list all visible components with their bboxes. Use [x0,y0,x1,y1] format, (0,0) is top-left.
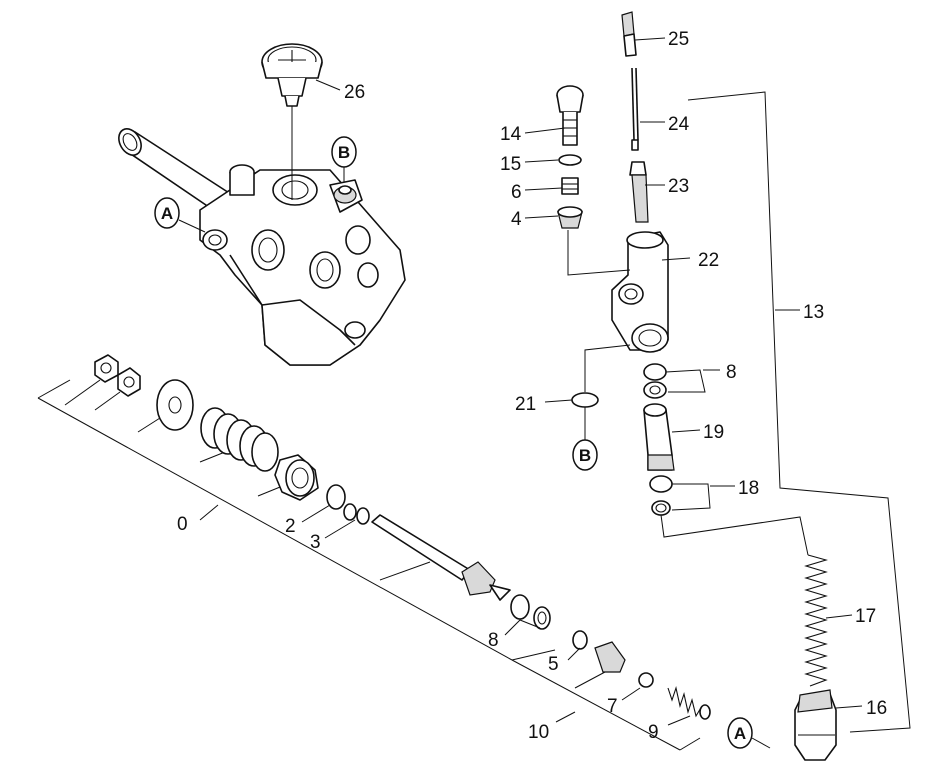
connector-tag-a-top: A [154,197,206,233]
label-15: 15 [500,154,521,175]
label-18: 18 [738,478,759,499]
label-24: 24 [668,114,690,135]
label-8-left: 8 [488,630,499,651]
spring-small [200,407,279,472]
label-21: 21 [515,394,536,415]
connector-tag-b-top: B [331,136,357,182]
leader-lines [199,37,911,733]
label-17: 17 [855,606,876,627]
label-4: 4 [511,209,522,230]
label-6: 6 [511,182,522,203]
connector-b-top-label: B [338,143,350,162]
spring-long [804,554,828,687]
connector-tag-a-bottom: A [727,717,771,749]
connector-a-top-label: A [161,204,173,223]
label-14: 14 [500,124,522,145]
label-9: 9 [648,722,659,743]
label-5: 5 [548,654,559,675]
label-7: 7 [607,696,618,717]
label-13: 13 [803,302,824,323]
label-16: 16 [866,698,887,719]
pump-head [118,128,406,366]
pressure-gauge [261,43,323,200]
label-10: 10 [528,722,549,743]
label-25: 25 [668,29,689,50]
label-8-right: 8 [726,362,737,383]
connector-tag-b-mid: B [572,405,598,471]
valve-assembly [556,11,837,761]
label-2: 2 [285,516,296,537]
part-numbers: 26 25 24 23 14 15 6 4 22 13 8 21 19 18 1… [177,29,887,743]
label-26: 26 [344,82,365,103]
label-0: 0 [177,514,188,535]
label-3: 3 [310,532,321,553]
label-19: 19 [703,422,724,443]
label-23: 23 [668,176,689,197]
label-22: 22 [698,250,719,271]
unloader-assembly [37,354,711,751]
connector-a-bottom-label: A [734,724,746,743]
connector-b-mid-label: B [579,446,591,465]
